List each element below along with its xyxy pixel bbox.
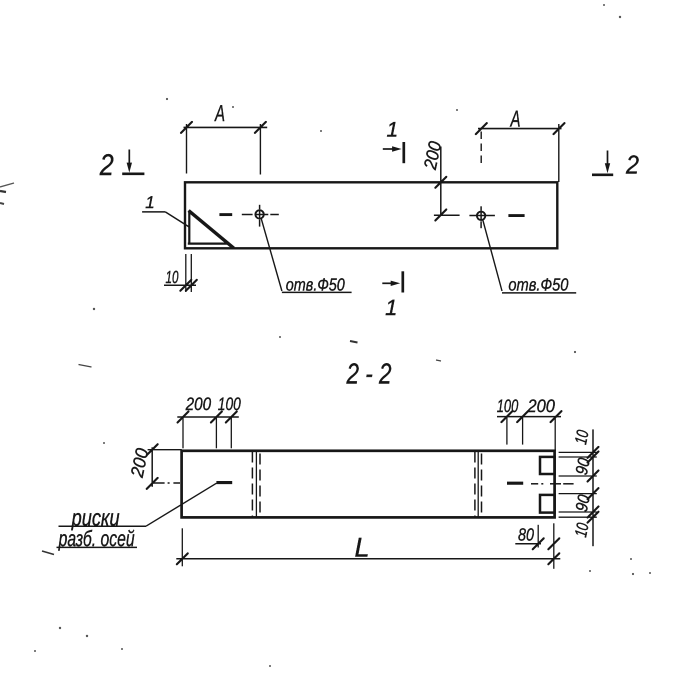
svg-text:100: 100 [218, 394, 241, 414]
svg-text:отв.Ф50: отв.Ф50 [508, 274, 568, 294]
svg-text:10: 10 [166, 267, 179, 287]
svg-text:A: A [509, 106, 520, 132]
svg-text:100: 100 [497, 396, 519, 416]
svg-text:10: 10 [571, 521, 593, 539]
svg-text:L: L [354, 532, 369, 562]
svg-text:1: 1 [386, 119, 398, 142]
svg-text:90: 90 [572, 493, 594, 514]
svg-text:1: 1 [385, 295, 397, 320]
svg-text:A: A [214, 100, 225, 126]
svg-text:1: 1 [145, 193, 154, 212]
svg-text:2: 2 [99, 149, 114, 182]
svg-text:200: 200 [185, 394, 211, 414]
svg-text:2: 2 [625, 150, 639, 180]
svg-text:2 - 2: 2 - 2 [346, 359, 392, 391]
svg-text:200: 200 [527, 396, 555, 416]
svg-text:отв.Ф50: отв.Ф50 [286, 275, 345, 295]
svg-text:10: 10 [571, 428, 593, 446]
svg-text:90: 90 [572, 456, 594, 477]
svg-text:80: 80 [518, 525, 534, 545]
